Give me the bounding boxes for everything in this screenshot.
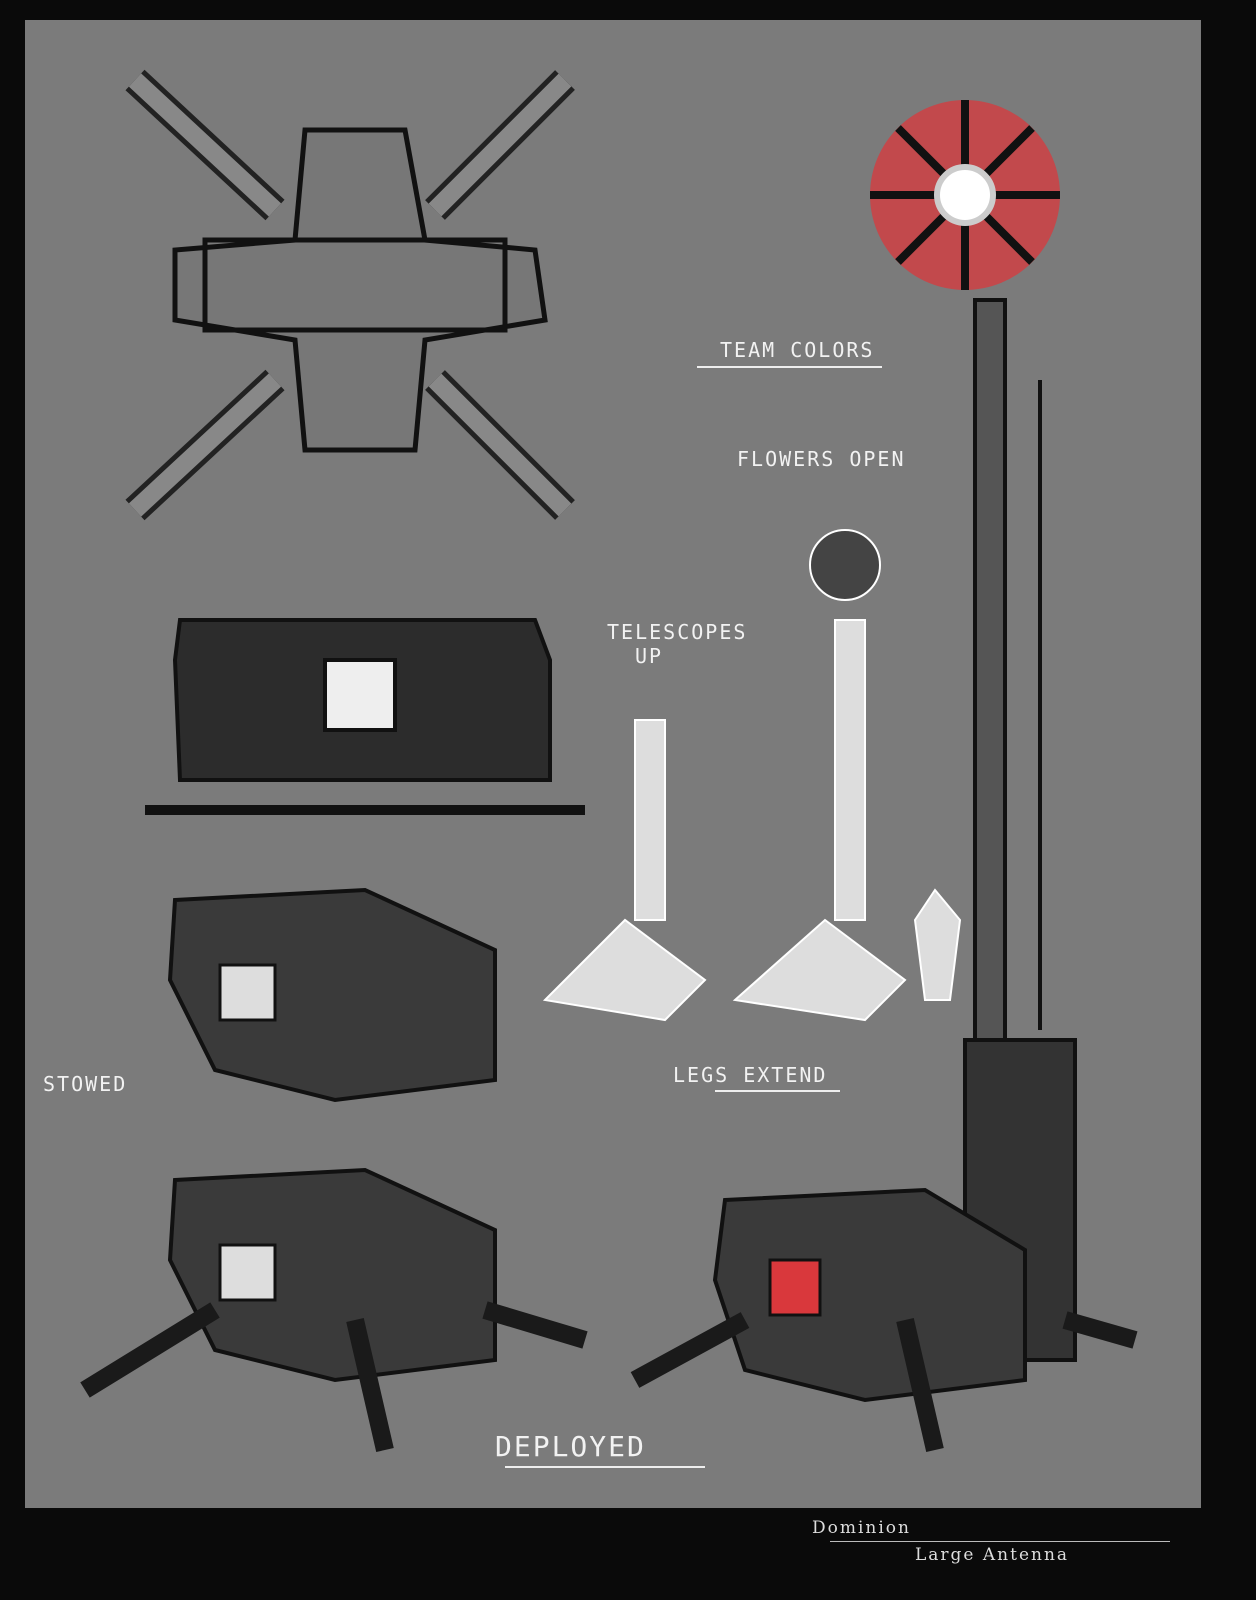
underline-deployed bbox=[505, 1466, 705, 1468]
label-team-colors: Team Colors bbox=[720, 338, 875, 362]
label-flowers-open: Flowers Open bbox=[737, 447, 906, 471]
process-sketches bbox=[542, 529, 962, 1022]
large-antenna-sketch bbox=[630, 100, 1138, 1453]
underline-team-colors bbox=[697, 366, 882, 368]
team-color-flower bbox=[870, 100, 1060, 290]
label-telescopes: Telescopes bbox=[607, 620, 748, 644]
top-view-sketch bbox=[125, 69, 575, 521]
deployed-sketch-left bbox=[80, 1167, 588, 1453]
label-legs-extend: Legs Extend bbox=[673, 1063, 828, 1087]
artwork-canvas: Team Colors Flowers Open Telescopes Up L… bbox=[25, 20, 1201, 1508]
underline-legs-extend bbox=[715, 1090, 840, 1092]
label-deployed: Deployed bbox=[495, 1430, 646, 1463]
footer-subtitle: Large Antenna bbox=[915, 1545, 1070, 1565]
label-up: Up bbox=[635, 644, 664, 668]
footer-title: Dominion bbox=[812, 1518, 911, 1538]
footer-underline bbox=[830, 1541, 1170, 1542]
stowed-sketch bbox=[167, 887, 497, 1103]
label-stowed: Stowed bbox=[43, 1072, 128, 1096]
front-view-sketch bbox=[145, 618, 585, 815]
concept-sketches bbox=[80, 69, 1138, 1453]
